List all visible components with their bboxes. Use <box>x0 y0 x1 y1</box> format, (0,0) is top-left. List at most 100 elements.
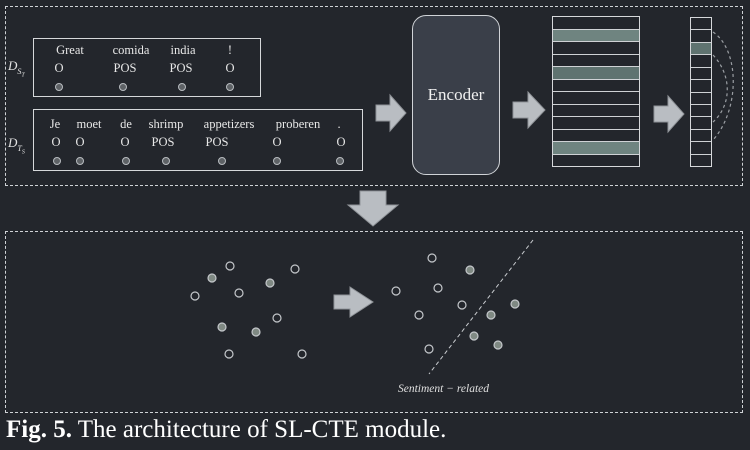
target-token-point <box>162 157 170 165</box>
target-tag: POS <box>205 135 229 149</box>
target-domain-label: DTS <box>8 135 25 156</box>
target-token-point <box>336 157 344 165</box>
matrix-row <box>553 29 639 42</box>
source-token-point <box>178 83 186 91</box>
embedding-point <box>251 327 261 337</box>
attention-arc <box>712 54 728 123</box>
embedding-point <box>414 310 424 320</box>
embedding-point <box>265 278 275 288</box>
vector-cell <box>691 42 711 56</box>
target-token-point <box>76 157 84 165</box>
arrow-right-icon <box>653 94 685 134</box>
token-representation-vector <box>690 17 712 167</box>
sentiment-related-label: Sentiment − related <box>398 383 490 395</box>
target-token-point <box>218 157 226 165</box>
caption-text: The architecture of SL-CTE module. <box>71 416 447 443</box>
source-tag: POS <box>113 61 137 75</box>
target-token: Je <box>49 117 61 131</box>
source-tag: O <box>54 61 64 75</box>
contrastive-space-panel <box>5 231 743 413</box>
embedding-point <box>272 313 282 323</box>
source-token: ! <box>227 43 233 57</box>
target-tag: POS <box>151 135 175 149</box>
source-token: comida <box>112 43 150 57</box>
embedding-point <box>424 344 434 354</box>
source-sentence-box <box>33 38 261 97</box>
target-token: appetizers <box>203 117 255 131</box>
matrix-row <box>553 42 639 55</box>
target-tag: O <box>51 135 61 149</box>
embedding-point <box>217 322 227 332</box>
target-token: de <box>120 117 132 131</box>
embedding-point <box>234 288 244 298</box>
embedding-point <box>190 291 200 301</box>
sentiment-boundary-line <box>428 239 534 375</box>
embedding-point <box>510 299 520 309</box>
embedding-point <box>207 273 217 283</box>
source-tag: POS <box>169 61 193 75</box>
target-token: proberen <box>275 117 321 131</box>
vector-cell <box>691 142 711 155</box>
arrow-right-icon <box>375 93 407 133</box>
attention-arc <box>712 31 734 141</box>
target-tag: O <box>336 135 346 149</box>
embedding-point <box>465 265 475 275</box>
target-token-point <box>53 157 61 165</box>
source-token: Great <box>56 43 84 57</box>
figure-caption: Fig. 5. The architecture of SL-CTE modul… <box>6 416 446 444</box>
vector-cell <box>691 93 711 105</box>
arrow-right-icon <box>512 90 546 130</box>
arrow-down-icon <box>346 190 400 227</box>
encoder-label: Encoder <box>427 85 485 104</box>
vector-cell <box>691 117 711 130</box>
target-token: . <box>337 117 341 131</box>
embedding-point <box>225 261 235 271</box>
embedding-point <box>391 286 401 296</box>
caption-prefix: Fig. 5. <box>6 416 72 443</box>
matrix-row <box>553 17 639 30</box>
embedding-point <box>486 310 496 320</box>
matrix-row <box>553 92 639 105</box>
matrix-row <box>553 117 639 130</box>
matrix-row <box>553 130 639 142</box>
embedding-point <box>224 349 234 359</box>
matrix-row <box>553 67 639 80</box>
target-token: shrimp <box>148 117 184 131</box>
matrix-row <box>553 105 639 117</box>
embedding-point <box>297 349 307 359</box>
source-token-point <box>55 83 63 91</box>
target-tag: O <box>75 135 85 149</box>
source-token-point <box>226 83 234 91</box>
embedding-matrix <box>552 16 640 167</box>
embedding-point <box>457 300 467 310</box>
target-token: moet <box>76 117 102 131</box>
embedding-point <box>290 264 300 274</box>
matrix-row <box>553 142 639 155</box>
matrix-row <box>553 80 639 92</box>
matrix-row <box>553 55 639 67</box>
vector-cell <box>691 80 711 93</box>
target-token-point <box>122 157 130 165</box>
encoding-panel <box>5 6 743 186</box>
embedding-point <box>469 331 479 341</box>
embedding-point <box>433 283 443 293</box>
vector-cell <box>691 130 711 143</box>
target-token-point <box>273 157 281 165</box>
target-sentence-box <box>33 109 363 171</box>
source-token: india <box>170 43 196 57</box>
source-domain-label: DST <box>8 58 25 79</box>
encoder-block: Encoder <box>412 15 500 175</box>
target-tag: O <box>272 135 282 149</box>
embedding-point <box>427 253 437 263</box>
vector-cell <box>691 68 711 81</box>
vector-cell <box>691 30 711 43</box>
source-tag: O <box>225 61 235 75</box>
target-tag: O <box>120 135 130 149</box>
vector-cell <box>691 105 711 118</box>
embedding-point <box>493 340 503 350</box>
vector-cell <box>691 55 711 68</box>
source-token-point <box>119 83 127 91</box>
arrow-right-icon <box>333 286 374 318</box>
vector-cell <box>691 18 711 31</box>
